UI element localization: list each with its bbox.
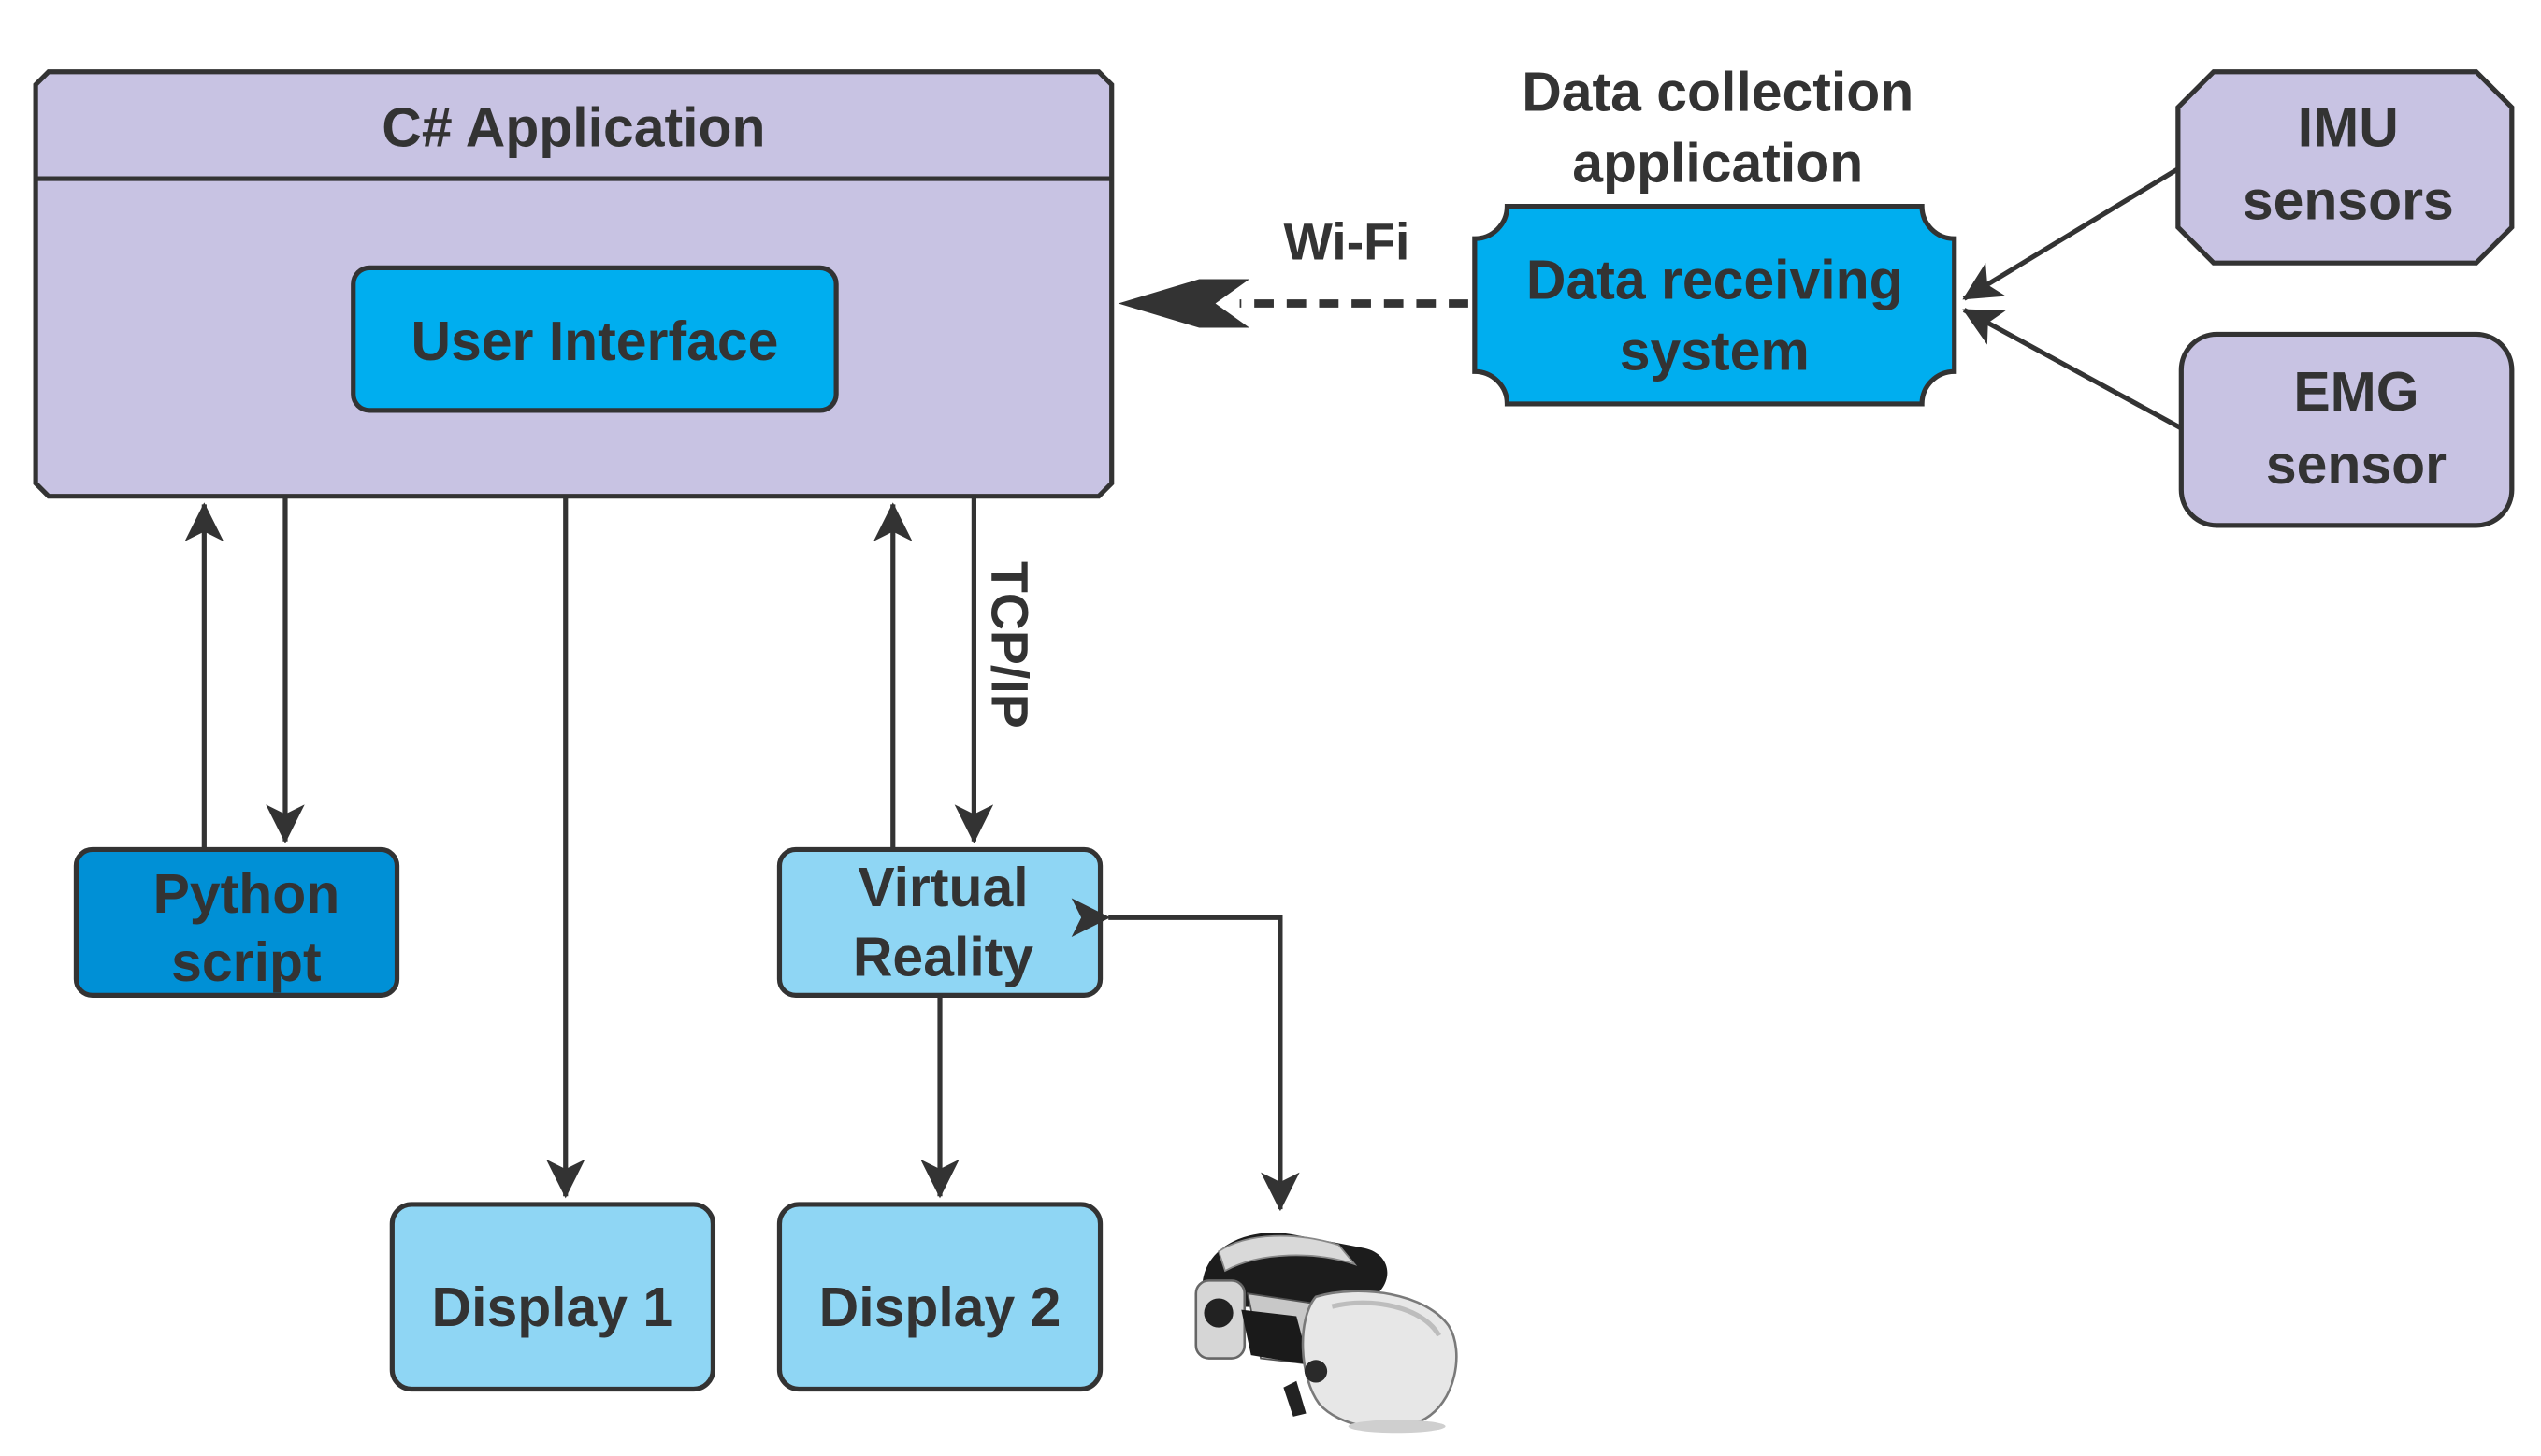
- emg-line1: EMG: [2293, 362, 2418, 423]
- display-2-box: Display 2: [776, 1202, 1104, 1392]
- vr-line1: Virtual: [858, 858, 1028, 918]
- display-1-label: Display 1: [432, 1277, 674, 1338]
- data-collection-title-line1: Data collection: [1522, 62, 1913, 123]
- python-line2: script: [171, 932, 321, 993]
- display-1-box: Display 1: [389, 1202, 716, 1392]
- csharp-application-title: C# Application: [382, 97, 765, 158]
- emg-line2: sensor: [2266, 435, 2447, 496]
- tcpip-label: TCP/IP: [980, 561, 1038, 728]
- wifi-label: Wi-Fi: [1283, 213, 1409, 271]
- user-interface-label: User Interface: [411, 311, 778, 372]
- imu-sensors-box: IMU sensors: [2175, 69, 2515, 266]
- data-collection-title-line2: application: [1572, 134, 1863, 195]
- data-receiving-system-box: Data receiving system: [1472, 203, 1957, 407]
- python-script-box: Python script: [73, 846, 400, 999]
- virtual-reality-box: Virtual Reality: [776, 846, 1104, 999]
- python-line1: Python: [153, 864, 340, 925]
- user-interface-box: User Interface: [351, 265, 839, 413]
- emg-to-receiver-arrow: [1962, 308, 2183, 431]
- imu-line1: IMU: [2298, 97, 2399, 158]
- wifi-arrowhead: [1118, 279, 1249, 328]
- vr-headset-icon: [1194, 1233, 1458, 1434]
- vr-line2: Reality: [853, 928, 1033, 988]
- emg-sensor-box: EMG sensor: [2178, 331, 2515, 528]
- data-receiving-line2: system: [1620, 322, 1810, 382]
- imu-to-receiver-arrow: [1962, 166, 2180, 301]
- imu-line2: sensors: [2243, 170, 2454, 231]
- data-receiving-line1: Data receiving: [1526, 250, 1903, 310]
- display-2-label: Display 2: [819, 1277, 1061, 1338]
- wifi-connection: Wi-Fi: [1118, 213, 1468, 328]
- vr-headset-link: [1071, 898, 1300, 1212]
